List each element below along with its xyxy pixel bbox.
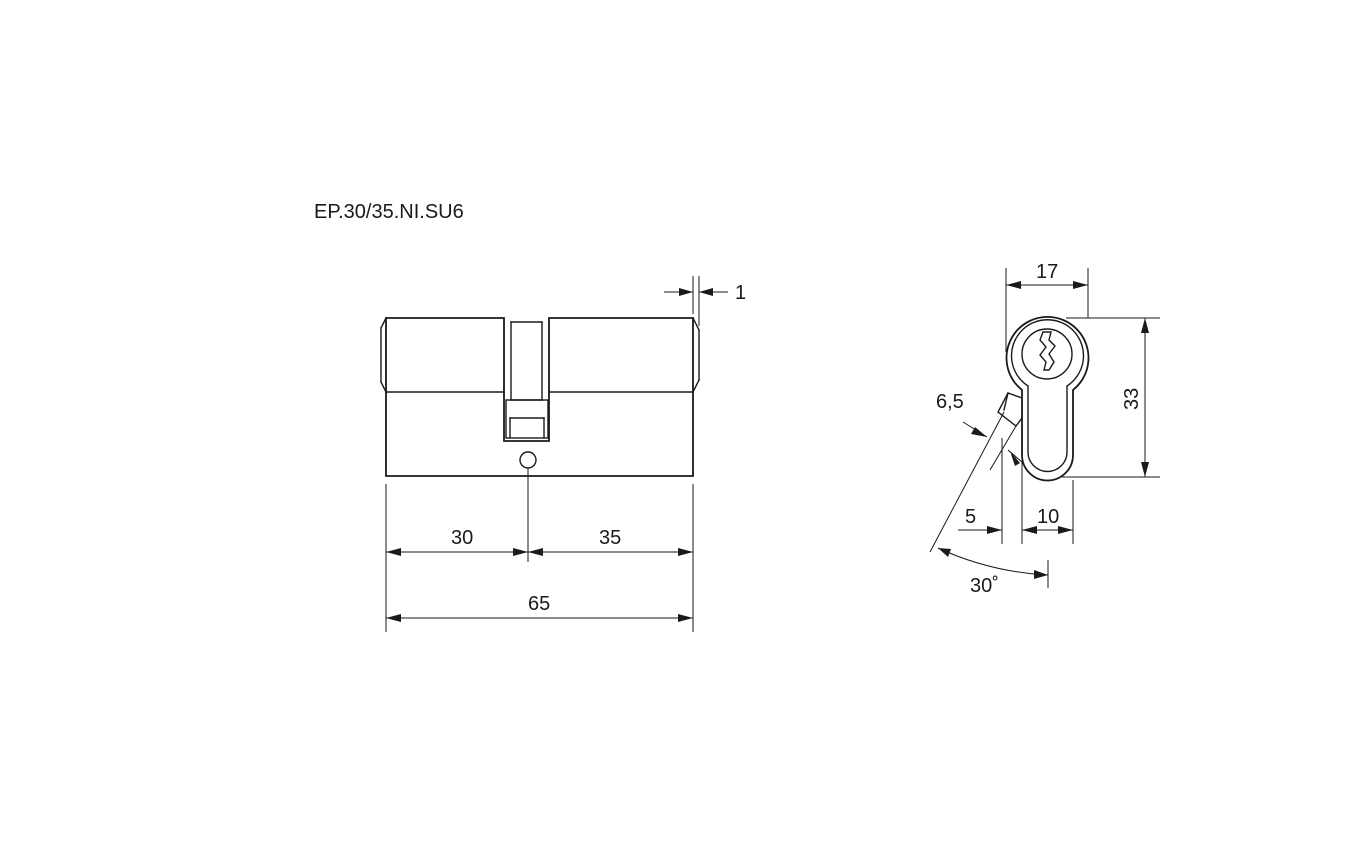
cam-slot: [505, 321, 549, 439]
dim-height-label: 33: [1121, 388, 1143, 410]
end-view-dimensions: 17 33 6,5 5 10 30˚: [929, 261, 1160, 597]
plug-circle: [1021, 328, 1073, 380]
dim-total-label: 65: [528, 593, 550, 615]
keyway: [1039, 331, 1056, 371]
dim-lower-width-label: 10: [1037, 506, 1059, 528]
dim-offset-label: 5: [965, 506, 976, 528]
dim-width-label: 17: [1036, 261, 1058, 283]
dim-gap-label: 1: [735, 282, 746, 304]
cam: [997, 392, 1023, 427]
cylinder-end-view: [997, 315, 1090, 482]
cylinder-side-view: [380, 317, 700, 562]
dim-cam-label: 6,5: [936, 391, 964, 413]
cylinder-outline: [385, 317, 694, 477]
profile-inner: [1010, 319, 1085, 473]
dim-left-label: 30: [451, 527, 473, 549]
profile-outline: [1005, 315, 1090, 482]
side-view-dimensions: 1 30 35 65: [385, 276, 746, 632]
dim-angle-label: 30˚: [970, 575, 999, 597]
drawing-title: EP.30/35.NI.SU6: [314, 201, 464, 223]
dim-right-label: 35: [599, 527, 621, 549]
screw-hole: [519, 451, 537, 469]
